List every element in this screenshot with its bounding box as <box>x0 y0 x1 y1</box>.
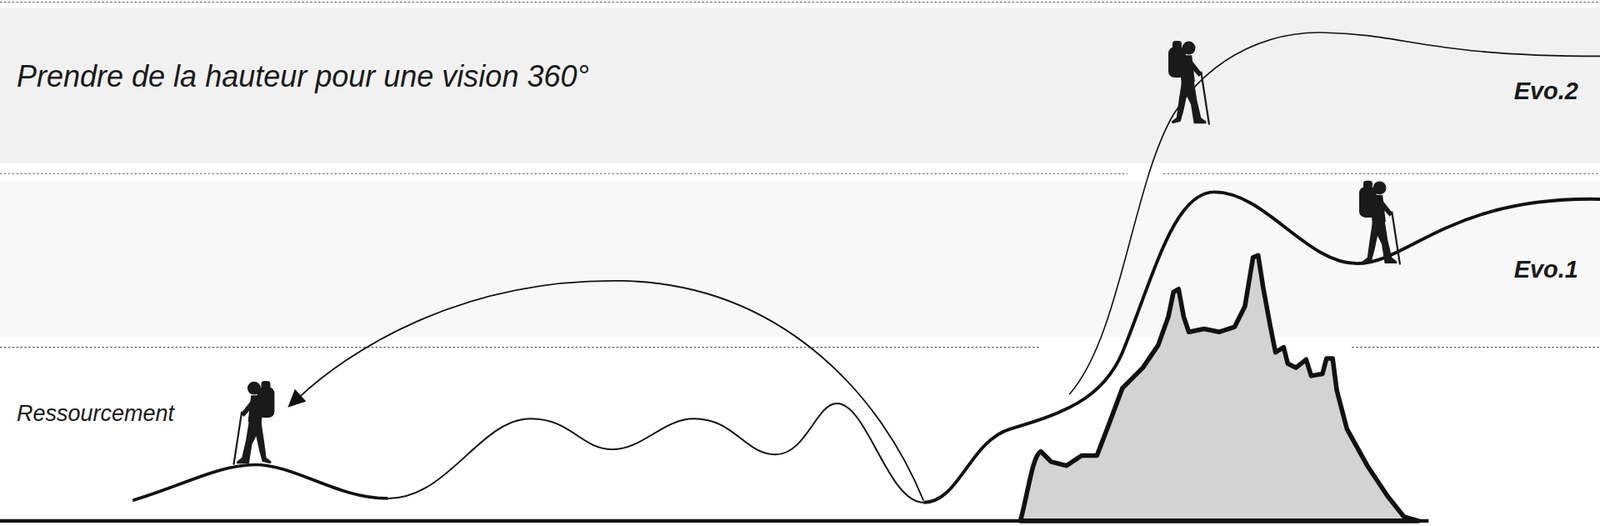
level-label: Evo.1 <box>1514 255 1579 284</box>
level-label: Evo.2 <box>1514 77 1579 105</box>
level-label: Ressourcement <box>16 400 175 427</box>
arrow-head <box>287 389 306 408</box>
path-curve <box>387 403 924 503</box>
ground-line <box>0 519 1429 523</box>
level-band: Evo.1 <box>0 181 1600 337</box>
dashed-rule <box>0 1 1600 3</box>
return-arrow <box>298 280 925 501</box>
evo2-curve <box>1069 32 1600 395</box>
dashed-rules <box>0 1 1600 347</box>
dashed-rule <box>0 346 1041 348</box>
dashed-rule <box>1163 173 1600 175</box>
band-ground <box>0 8 1600 164</box>
hiker <box>1359 180 1400 265</box>
band-heading: Prendre de la hauteur pour une vision 36… <box>16 59 590 94</box>
hiker <box>233 380 275 465</box>
dashed-rule <box>0 173 1128 175</box>
hiker <box>1168 40 1210 125</box>
level-band: Ressourcement <box>0 346 1600 520</box>
evo1-curve <box>923 191 1600 502</box>
mountain <box>1020 255 1419 521</box>
level-band: Prendre de la hauteur pour une vision 36… <box>0 8 1600 164</box>
path-curve <box>132 464 388 500</box>
dashed-rule <box>1351 346 1600 348</box>
